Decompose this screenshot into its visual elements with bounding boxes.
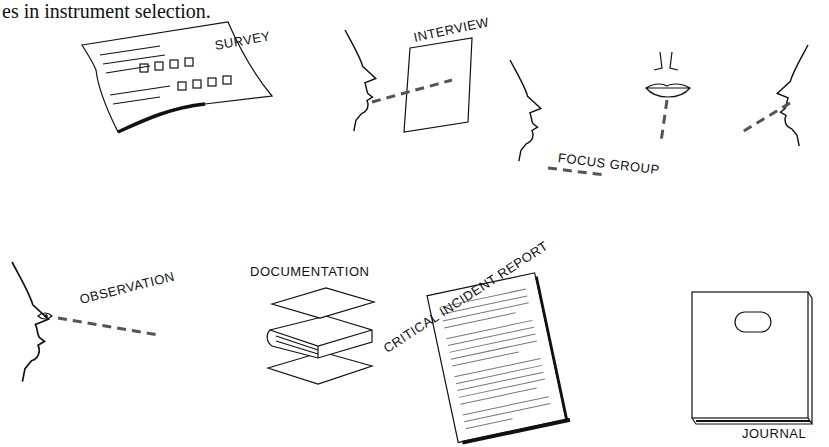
instrument-label: JOURNAL xyxy=(742,426,806,442)
instrument-label: FOCUS GROUP xyxy=(557,150,660,178)
focus-group-icon xyxy=(510,45,808,175)
instrument-label: DOCUMENTATION xyxy=(250,264,369,280)
survey-sheet xyxy=(82,22,272,132)
instrument-label: OBSERVATION xyxy=(78,269,176,308)
caption-fragment: es in instrument selection. xyxy=(2,0,211,22)
interview-icon xyxy=(345,30,472,132)
documentation-books xyxy=(267,288,374,384)
journal-book xyxy=(692,292,812,424)
